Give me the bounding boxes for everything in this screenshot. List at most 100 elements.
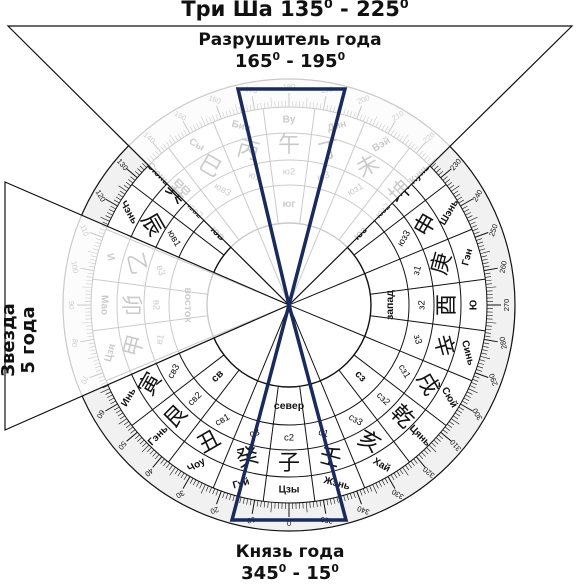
degree-tick bbox=[147, 447, 152, 452]
mountain-hanzi: 酉 bbox=[434, 294, 459, 316]
degree-tick bbox=[440, 431, 452, 442]
degree-tick bbox=[456, 409, 463, 414]
degree-tick bbox=[438, 434, 444, 440]
degree-tick bbox=[481, 258, 488, 261]
degree-tick bbox=[256, 500, 259, 507]
degree-tick bbox=[481, 255, 488, 258]
degree-tick bbox=[102, 221, 109, 225]
degree-tick bbox=[309, 501, 311, 508]
degree-tick bbox=[118, 185, 127, 192]
degree-label-290: 290 bbox=[487, 372, 500, 387]
degree-tick bbox=[483, 338, 498, 343]
degree-tick bbox=[442, 429, 448, 434]
degree-tick bbox=[369, 485, 373, 492]
degree-tick bbox=[163, 460, 168, 466]
degree-tick bbox=[177, 470, 182, 477]
degree-tick bbox=[483, 342, 490, 345]
degree-tick bbox=[484, 272, 491, 275]
degree-tick bbox=[183, 474, 188, 481]
degree-tick bbox=[479, 248, 486, 251]
degree-label-260: 260 bbox=[498, 260, 509, 274]
degree-tick bbox=[134, 170, 140, 176]
sector-divider bbox=[131, 354, 225, 426]
degree-tick bbox=[346, 494, 349, 501]
degree-tick bbox=[444, 179, 450, 184]
sector-divider bbox=[353, 354, 447, 426]
degree-tick bbox=[246, 498, 249, 505]
sector-divider bbox=[364, 228, 473, 275]
degree-tick bbox=[372, 484, 378, 494]
degree-tick bbox=[192, 479, 197, 486]
degree-tick bbox=[149, 449, 155, 455]
degree-tick bbox=[239, 497, 242, 504]
degree-tick bbox=[139, 439, 145, 445]
degree-label-340: 340 bbox=[356, 504, 371, 517]
degree-tick bbox=[366, 487, 369, 493]
degree-tick bbox=[229, 494, 232, 501]
year-star-triangle bbox=[4, 181, 291, 431]
degree-tick bbox=[435, 168, 441, 173]
degree-tick bbox=[476, 238, 482, 241]
degree-tick bbox=[251, 499, 256, 514]
degree-tick bbox=[196, 481, 200, 487]
sector-divider bbox=[319, 380, 366, 489]
degree-tick bbox=[139, 165, 145, 171]
degree-tick bbox=[134, 434, 140, 440]
degree-tick bbox=[182, 476, 191, 489]
degree-tick bbox=[410, 460, 415, 466]
degree-tick bbox=[442, 176, 448, 181]
degree-tick bbox=[249, 499, 252, 506]
degree-tick bbox=[444, 426, 450, 431]
year-destroyer-wedge bbox=[235, 87, 348, 306]
degree-tick bbox=[359, 489, 363, 496]
degree-tick bbox=[405, 465, 410, 471]
degree-tick bbox=[454, 193, 461, 198]
degree-tick bbox=[119, 190, 126, 195]
degree-tick bbox=[130, 429, 136, 434]
degree-tick bbox=[469, 221, 476, 225]
degree-tick bbox=[458, 199, 465, 204]
degree-tick bbox=[468, 388, 478, 394]
degree-tick bbox=[160, 458, 165, 464]
degree-tick bbox=[209, 487, 212, 493]
degree-tick bbox=[482, 262, 489, 265]
mountain-code: з2 bbox=[417, 300, 428, 310]
degree-tick bbox=[189, 478, 194, 484]
star-subtitle: 5 года bbox=[18, 306, 39, 374]
degree-tick bbox=[100, 388, 110, 394]
degree-tick bbox=[113, 406, 120, 411]
degree-tick bbox=[174, 468, 179, 475]
mountain-name: Гэн bbox=[460, 247, 475, 266]
degree-tick bbox=[452, 415, 459, 420]
direction-word: запад bbox=[384, 290, 396, 320]
degree-tick bbox=[322, 499, 327, 514]
degree-tick bbox=[415, 456, 426, 468]
degree-tick bbox=[125, 181, 132, 187]
degree-tick bbox=[462, 400, 468, 405]
degree-tick bbox=[413, 458, 418, 464]
sector-divider bbox=[168, 369, 240, 463]
degree-tick bbox=[440, 168, 452, 179]
degree-tick bbox=[454, 412, 461, 417]
mountain-code: с2 bbox=[284, 433, 294, 444]
mountain-name: Ю bbox=[469, 300, 480, 310]
degree-tick bbox=[130, 176, 136, 181]
degree-tick bbox=[474, 232, 489, 238]
degree-tick bbox=[115, 409, 122, 414]
degree-tick bbox=[215, 489, 219, 496]
degree-tick bbox=[212, 488, 216, 495]
degree-tick bbox=[468, 216, 478, 222]
degree-tick bbox=[399, 468, 404, 475]
degree-tick bbox=[343, 495, 346, 502]
degree-tick bbox=[117, 412, 124, 417]
degree-tick bbox=[125, 423, 132, 429]
degree-tick bbox=[390, 474, 395, 481]
degree-tick bbox=[481, 349, 488, 352]
degree-tick bbox=[242, 497, 245, 504]
mountain-code: з1 bbox=[411, 265, 424, 277]
degree-tick bbox=[469, 385, 476, 389]
degree-tick bbox=[137, 168, 143, 173]
degree-tick bbox=[479, 359, 486, 362]
degree-tick bbox=[142, 163, 147, 168]
degree-tick bbox=[362, 488, 366, 495]
